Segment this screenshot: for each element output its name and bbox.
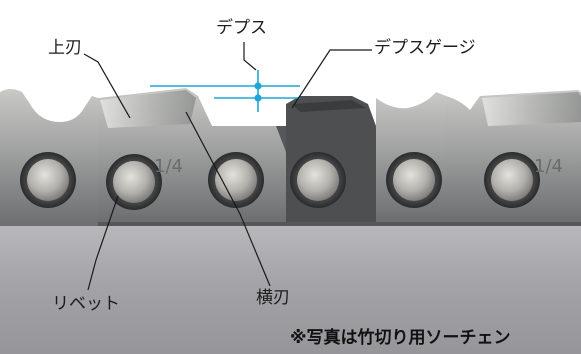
cutter-2-top [482,92,581,126]
label-rivet: リベット [52,294,120,314]
rivet-3 [208,152,264,208]
leader-side-plate [185,111,271,287]
rivet-4 [290,152,346,208]
leader-top-plate [83,53,131,119]
depth-gauge-top [292,100,366,112]
photo-note: ※写真は竹切り用ソーチェン [290,328,511,348]
label-depth-gauge: デプスゲージ [374,38,476,58]
rivet-6 [484,152,540,208]
top-plate-surface [100,90,196,128]
leader-depth-gauge [291,49,372,109]
rivet-2 [106,154,162,210]
label-top-plate: 上刃 [48,38,82,58]
stamp-marking-2: 1/4 [534,156,563,177]
leader-lines [83,42,372,291]
rivet-5 [386,152,442,208]
label-depth: デプス [216,18,267,38]
label-side-plate: 横刃 [256,288,290,308]
stamp-marking-1: 1/4 [154,156,183,177]
background-top [0,0,581,84]
leader-depth [243,42,257,71]
guide-bar [0,222,581,354]
depth-measure-lines [150,70,300,112]
rivet-1 [20,152,76,208]
leader-rivet [87,195,119,291]
